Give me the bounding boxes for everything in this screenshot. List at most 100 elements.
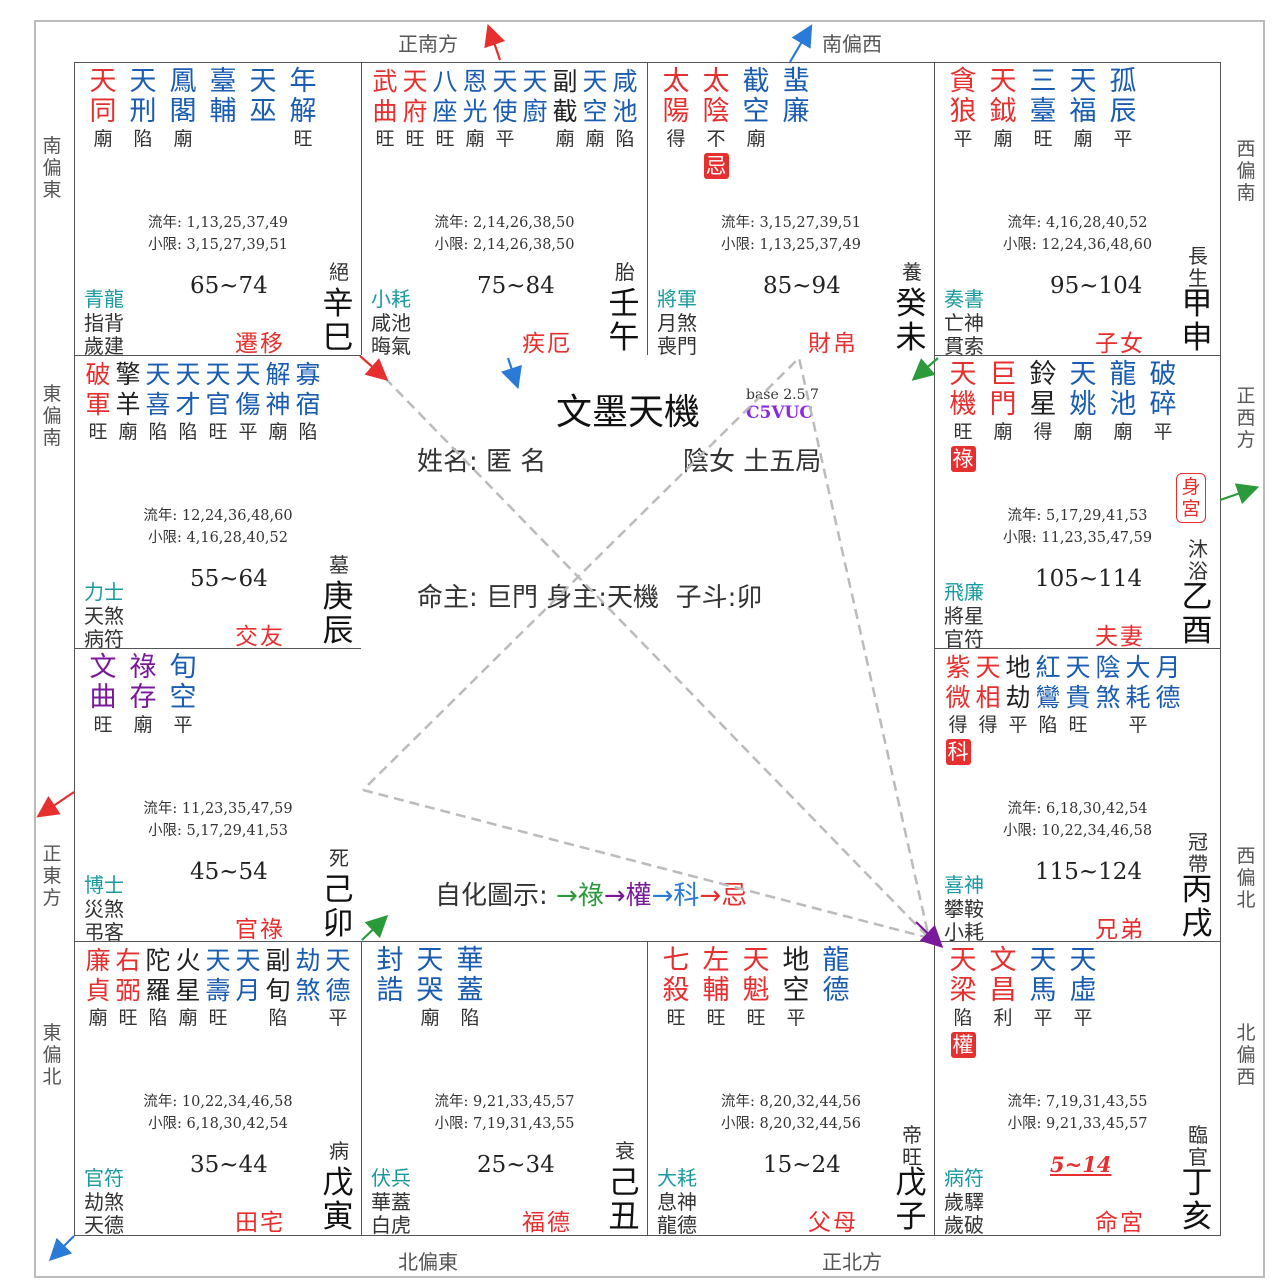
star-char: 文 bbox=[989, 945, 1017, 976]
star: 天鉞廟 bbox=[983, 67, 1023, 151]
star-char: 紅 bbox=[1035, 653, 1061, 682]
ganzhi-branch: 辰 bbox=[322, 613, 354, 649]
god-3: 晦氣 bbox=[371, 334, 411, 356]
star-brightness: 廟 bbox=[133, 714, 153, 736]
dir-bottom-2: 正北方 bbox=[822, 1250, 882, 1274]
age-range: 15~24 bbox=[763, 1152, 841, 1178]
star-row: 紫微得科天相得地劫平紅鸞陷天貴旺陰煞大耗平月德 bbox=[943, 653, 1183, 765]
palace-chen[interactable]: 破軍旺擎羊廟天喜陷天才陷天官旺天傷平解神廟寡宿陷流年: 12,24,36,48,… bbox=[74, 355, 362, 649]
star: 年解旺 bbox=[283, 67, 323, 151]
ganzhi-branch: 午 bbox=[608, 320, 640, 356]
palace-yin[interactable]: 廉貞廟右弼旺陀羅陷火星廟天壽旺天月副旬陷劫煞天德平流年: 10,22,34,46… bbox=[74, 941, 362, 1236]
star-char: 八 bbox=[432, 67, 458, 96]
star-brightness: 廟 bbox=[555, 128, 575, 150]
star-char: 弼 bbox=[115, 976, 141, 1005]
xiaoxian: 小限: 1,13,25,37,49 bbox=[721, 237, 861, 253]
star-char: 寡 bbox=[295, 360, 321, 389]
legend-item: →忌 bbox=[699, 881, 748, 911]
ganzhi: 丙戌 bbox=[1180, 873, 1214, 941]
star-char: 天 bbox=[325, 946, 351, 975]
dir-left-1: 南偏東 bbox=[42, 135, 62, 201]
star: 天虛平 bbox=[1063, 946, 1103, 1058]
star-brightness: 廟 bbox=[585, 128, 605, 150]
star-char: 輔 bbox=[209, 96, 237, 127]
star-char: 七 bbox=[662, 945, 690, 976]
star-char: 存 bbox=[129, 682, 157, 713]
palace-name: 田宅 bbox=[235, 1210, 285, 1236]
dir-right-2: 正西方 bbox=[1236, 385, 1256, 451]
star-brightness: 旺 bbox=[208, 421, 228, 443]
ganzhi: 壬午 bbox=[607, 287, 641, 355]
star: 副旬陷 bbox=[263, 946, 293, 1030]
legend-item: →祿 bbox=[556, 881, 604, 911]
star-char: 狼 bbox=[949, 96, 977, 127]
palace-xu[interactable]: 紫微得科天相得地劫平紅鸞陷天貴旺陰煞大耗平月德流年: 6,18,30,42,54… bbox=[934, 648, 1221, 942]
star: 天傷平 bbox=[233, 360, 263, 444]
ganzhi-branch: 未 bbox=[895, 320, 927, 356]
star-brightness: 陷 bbox=[615, 128, 635, 150]
arrow-corner-si bbox=[359, 355, 389, 381]
star-char: 天 bbox=[1069, 359, 1097, 390]
star-char: 光 bbox=[462, 97, 488, 126]
star-char: 空 bbox=[582, 97, 608, 126]
star: 天廚 bbox=[520, 67, 550, 151]
star: 月德 bbox=[1153, 653, 1183, 765]
star-brightness: 廟 bbox=[1073, 128, 1093, 150]
star-char: 鈴 bbox=[1029, 359, 1057, 390]
arrow-left-mao bbox=[36, 791, 75, 818]
star-brightness: 陷 bbox=[133, 128, 153, 150]
ganzhi-stem: 丙 bbox=[1181, 872, 1213, 908]
star-char: 殺 bbox=[662, 975, 690, 1006]
star-brightness: 旺 bbox=[93, 714, 113, 736]
star-char: 辰 bbox=[1109, 96, 1137, 127]
star: 天機旺祿 bbox=[943, 360, 983, 472]
star-char: 副 bbox=[265, 946, 291, 975]
star-brightness: 廟 bbox=[118, 421, 138, 443]
liunian: 流年: 2,14,26,38,50 bbox=[434, 215, 575, 231]
star-char: 劫 bbox=[1005, 683, 1031, 712]
ganzhi-stem: 癸 bbox=[895, 286, 927, 322]
star-char: 輔 bbox=[702, 975, 730, 1006]
star-row: 天機旺祿巨門廟鈴星得天姚廟龍池廟破碎平 bbox=[943, 360, 1183, 472]
star-char: 刑 bbox=[129, 96, 157, 127]
star-char: 鉞 bbox=[989, 96, 1017, 127]
ganzhi: 辛巳 bbox=[321, 287, 355, 355]
star-brightness: 平 bbox=[173, 714, 193, 736]
star: 貪狼平 bbox=[943, 67, 983, 151]
star-brightness: 旺 bbox=[1068, 714, 1088, 736]
star: 祿存廟 bbox=[123, 653, 163, 737]
sihua-badge: 祿 bbox=[950, 446, 976, 472]
star: 天喜陷 bbox=[143, 360, 173, 444]
star-brightness: 陷 bbox=[268, 1007, 288, 1029]
star: 天空廟 bbox=[580, 67, 610, 151]
dir-left-2: 東偏南 bbox=[42, 383, 62, 449]
star-list: 廉貞廟右弼旺陀羅陷火星廟天壽旺天月副旬陷劫煞天德平 bbox=[83, 946, 353, 1030]
star-list: 太陽得太陰不忌截空廟蜚廉 bbox=[656, 67, 816, 179]
star-brightness: 廟 bbox=[173, 128, 193, 150]
liunian: 流年: 12,24,36,48,60 bbox=[143, 508, 293, 524]
star-char: 年 bbox=[289, 66, 317, 97]
star-char: 誥 bbox=[376, 975, 404, 1006]
god-1: 青龍 bbox=[84, 287, 124, 311]
master-line: 命主: 巨門 身主:天機 子斗:卯 bbox=[417, 583, 763, 613]
xiaoxian: 小限: 6,18,30,42,54 bbox=[148, 1116, 288, 1132]
ganzhi-stem: 戊 bbox=[322, 1165, 354, 1201]
star-char: 哭 bbox=[416, 975, 444, 1006]
star: 天使平 bbox=[490, 67, 520, 151]
star-brightness: 平 bbox=[1128, 714, 1148, 736]
star-char: 巫 bbox=[249, 96, 277, 127]
star-char: 廚 bbox=[522, 97, 548, 126]
xiaoxian: 小限: 10,22,34,46,58 bbox=[1002, 823, 1153, 839]
palace-wu[interactable]: 武曲旺天府旺八座旺恩光廟天使平天廚副截廟天空廟咸池陷流年: 2,14,26,38… bbox=[361, 62, 648, 356]
star-char: 蓋 bbox=[456, 975, 484, 1006]
palace-name: 官祿 bbox=[235, 917, 285, 942]
star: 陀羅陷 bbox=[143, 946, 173, 1030]
star-row: 文曲旺祿存廟旬空平 bbox=[83, 653, 203, 737]
